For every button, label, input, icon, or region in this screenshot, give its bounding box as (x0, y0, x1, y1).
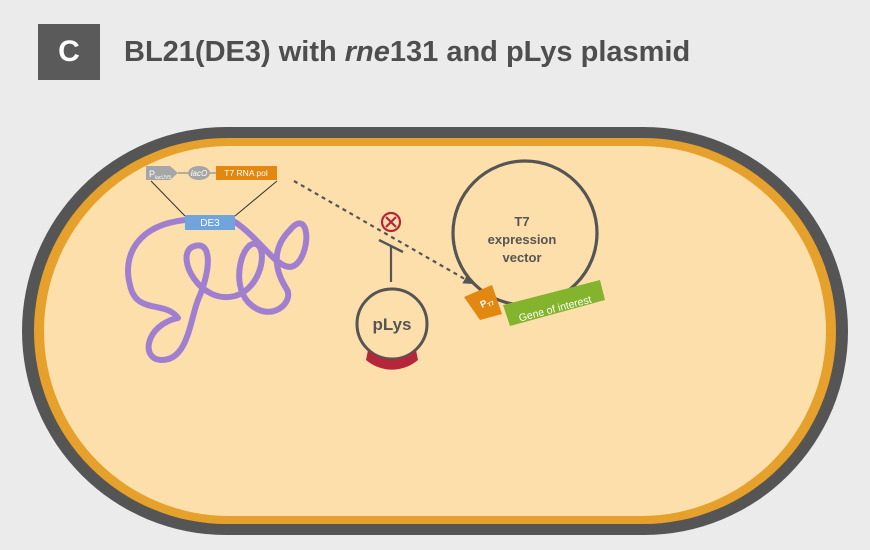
lacuv5-promoter-icon (146, 166, 178, 180)
t7-promoter-arrow-icon (464, 285, 502, 320)
vector-label-line-2: expression (488, 232, 557, 247)
lacuv5-promoter-label: PlacUV5 (149, 169, 171, 181)
gene-of-interest-box (503, 280, 605, 326)
plys-label: pLys (372, 315, 411, 334)
panel-label: C (58, 35, 80, 68)
vector-label-line-1: T7 (514, 214, 529, 229)
laco-operator-icon (188, 166, 210, 180)
bacterial-chromosome (125, 217, 310, 363)
de3-insert-box (185, 215, 235, 230)
title-suffix: 131 and pLys plasmid (389, 36, 691, 68)
t7-rna-pol-label: T7 RNA pol (224, 168, 268, 178)
t7-promoter-label: PT7 (479, 295, 497, 312)
figure-title: BL21(DE3) with rne131 and pLys plasmid (124, 32, 690, 72)
t7-activation-arrow (293, 180, 474, 284)
circle-x-icon (380, 211, 402, 233)
title-gene-italic: rne (344, 36, 390, 68)
zoom-line-left (150, 180, 186, 217)
inhibition-symbol (380, 211, 402, 233)
plys-insert (366, 350, 418, 370)
panel-label-badge: C (38, 24, 100, 80)
vector-label-line-3: vector (502, 250, 541, 265)
de3-label: DE3 (200, 218, 220, 229)
plys-plasmid (355, 287, 429, 361)
x-stroke-2 (385, 216, 397, 228)
de3-operon: PlacUV5 lacO T7 RNA pol (146, 166, 278, 217)
t7-rna-pol-gene-box (216, 166, 277, 180)
cytoplasm (44, 146, 826, 516)
laco-label: lacO (191, 169, 207, 178)
zoom-line-right (234, 180, 278, 217)
title-prefix: BL21(DE3) with (124, 36, 345, 68)
